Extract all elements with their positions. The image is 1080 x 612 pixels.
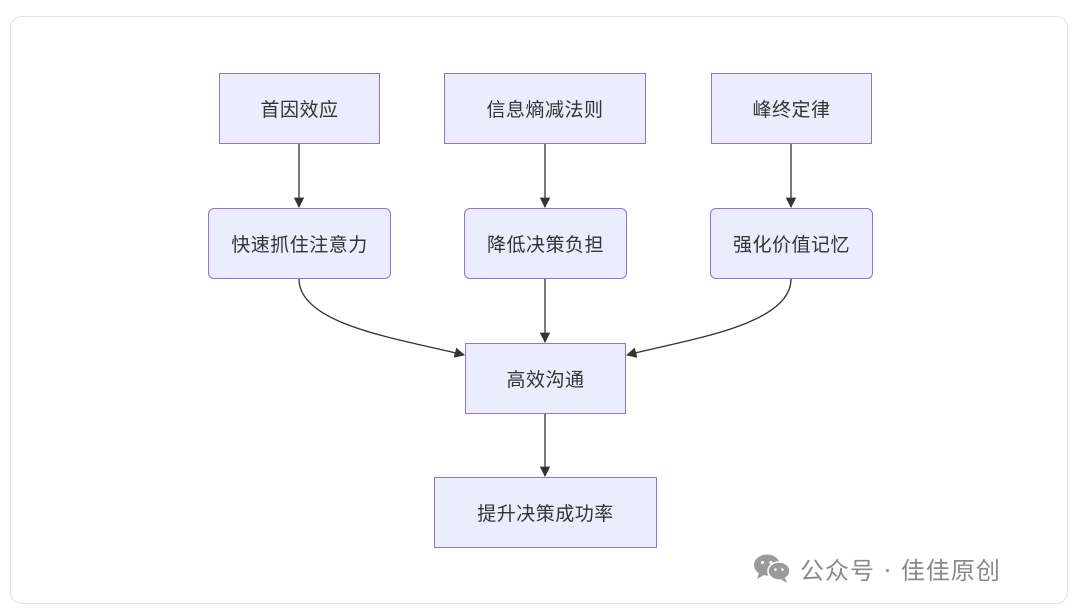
watermark-text: 公众号 · 佳佳原创 <box>800 556 1001 585</box>
watermark: 公众号 · 佳佳原创 <box>752 550 1001 586</box>
node-label: 强化价值记忆 <box>732 234 850 256</box>
node-reduce-decision-load: 降低决策负担 <box>464 208 627 279</box>
node-strengthen-memory: 强化价值记忆 <box>710 208 873 279</box>
node-decision-success: 提升决策成功率 <box>434 477 657 548</box>
node-information-entropy: 信息熵减法则 <box>444 73 646 144</box>
node-label: 降低决策负担 <box>486 234 604 256</box>
node-peak-end-rule: 峰终定律 <box>711 73 872 144</box>
node-label: 信息熵减法则 <box>486 99 604 121</box>
node-grab-attention: 快速抓住注意力 <box>208 208 391 279</box>
node-label: 首因效应 <box>260 99 339 121</box>
node-primacy-effect: 首因效应 <box>219 73 380 144</box>
node-label: 高效沟通 <box>506 369 585 391</box>
node-label: 快速抓住注意力 <box>231 234 368 256</box>
node-label: 提升决策成功率 <box>477 503 614 525</box>
node-efficient-communication: 高效沟通 <box>465 343 626 414</box>
node-label: 峰终定律 <box>752 99 831 121</box>
wechat-icon <box>754 554 791 583</box>
